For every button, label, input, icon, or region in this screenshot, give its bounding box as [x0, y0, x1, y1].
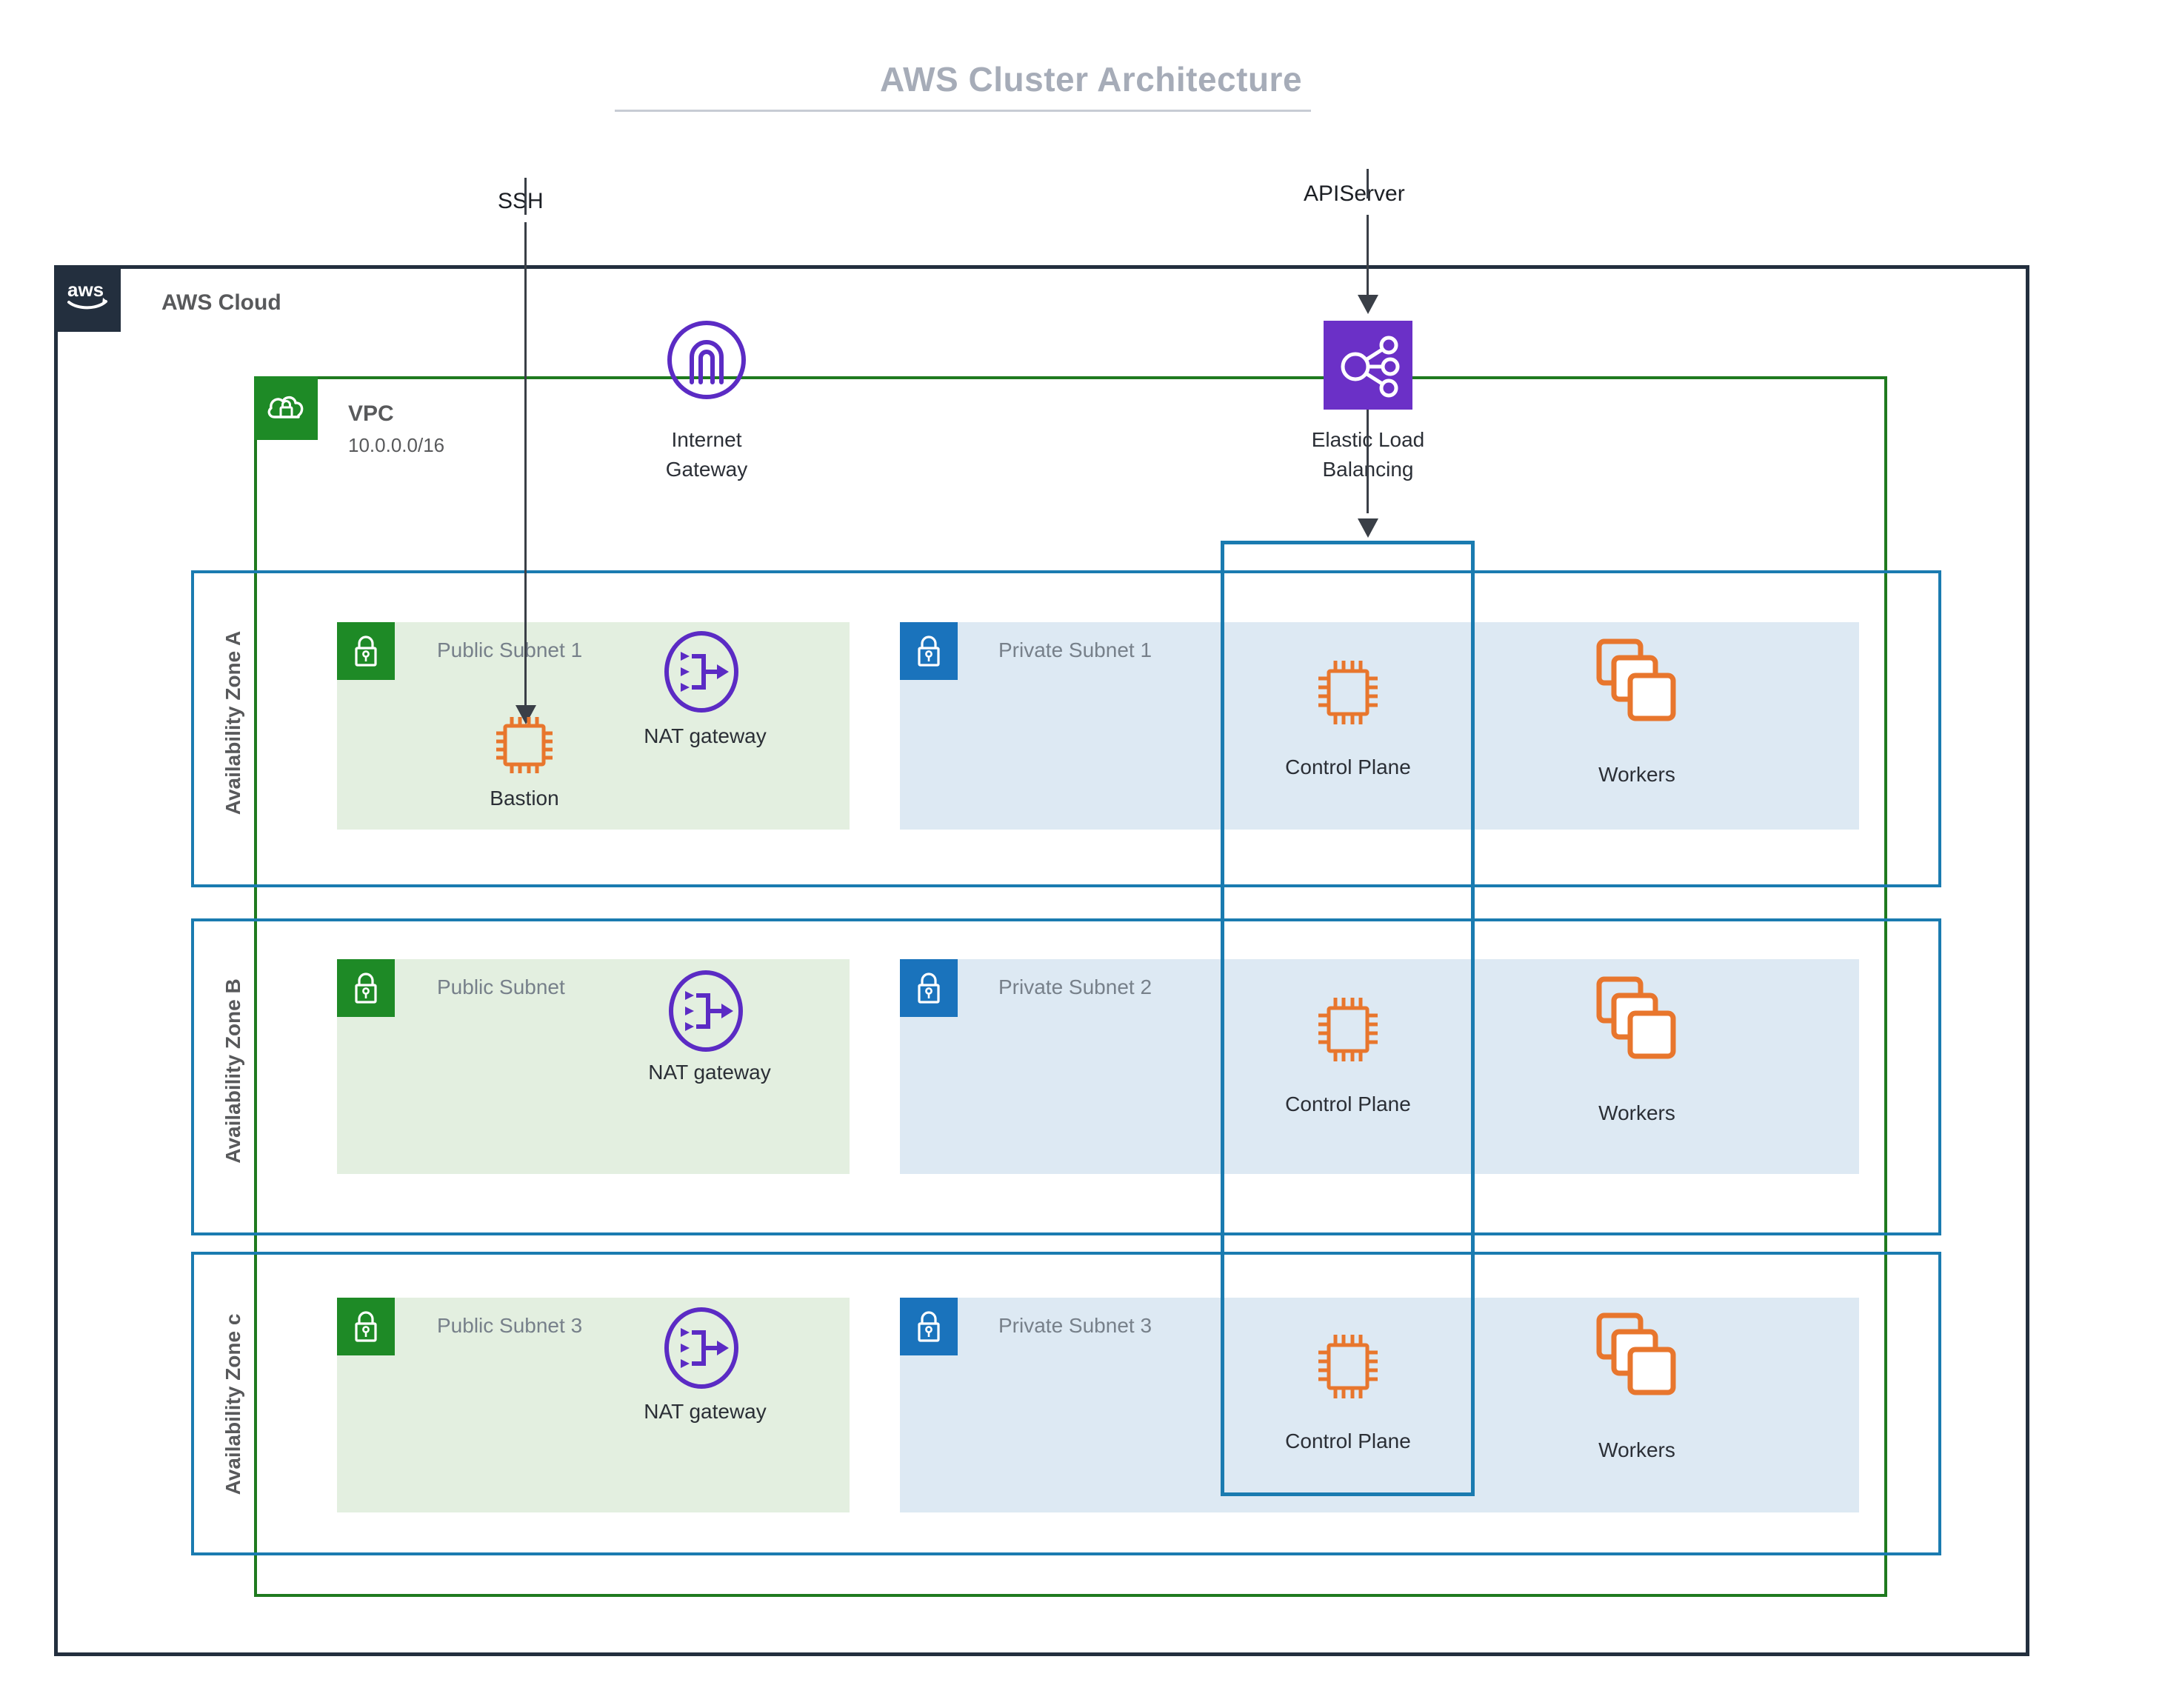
vpc-label: VPC	[348, 401, 394, 426]
internet-gateway-icon[interactable]	[665, 318, 748, 405]
public-subnet-label: Public Subnet 1	[437, 638, 583, 661]
nat-gateway-label: NAT gateway	[648, 1061, 771, 1084]
elb-to-cluster-arrowhead	[1358, 518, 1378, 538]
private-subnet-lock-icon	[900, 959, 958, 1017]
availability-zone-b-label: Availability Zone B	[221, 978, 244, 1164]
control-plane-chip-icon[interactable]	[1312, 1326, 1384, 1411]
private-subnet-area	[900, 1298, 1859, 1512]
availability-zone-a-label: Availability Zone A	[221, 630, 244, 815]
private-subnet-lock-icon	[900, 622, 958, 680]
svg-text:aws: aws	[67, 278, 104, 301]
availability-zone-c-boundary	[191, 1252, 1941, 1555]
workers-stack-icon[interactable]	[1596, 638, 1678, 730]
internet-gateway-label-line2: Gateway	[665, 458, 748, 481]
bastion-chip-icon[interactable]	[489, 710, 560, 784]
nat-gateway-icon[interactable]	[665, 970, 747, 1055]
elb-to-cluster-connector	[1367, 410, 1369, 513]
availability-zone-b-boundary	[191, 918, 1941, 1235]
private-subnet-label: Private Subnet 3	[998, 1314, 1152, 1337]
workers-stack-icon[interactable]	[1596, 976, 1678, 1067]
aws-cloud-label: AWS Cloud	[161, 290, 281, 315]
apiserver-connector-top	[1367, 169, 1369, 199]
public-subnet-label: Public Subnet 3	[437, 1314, 583, 1337]
public-subnet-area	[337, 959, 850, 1174]
apiserver-connector	[1367, 215, 1369, 304]
aws-logo-icon: aws	[54, 265, 121, 332]
workers-stack-icon[interactable]	[1596, 1312, 1678, 1404]
workers-label: Workers	[1598, 1101, 1675, 1124]
page-title: AWS Cluster Architecture	[879, 60, 1303, 99]
public-subnet-lock-icon	[337, 622, 395, 680]
edge-label-ssh: SSH	[498, 189, 544, 213]
ssh-connector	[524, 222, 527, 711]
control-plane-cluster-group	[1221, 541, 1475, 1496]
bastion-label: Bastion	[490, 787, 559, 810]
private-subnet-lock-icon	[900, 1298, 958, 1355]
elastic-load-balancing-icon[interactable]	[1324, 321, 1412, 413]
nat-gateway-icon[interactable]	[661, 1307, 742, 1392]
private-subnet-label: Private Subnet 2	[998, 975, 1152, 998]
public-subnet-area	[337, 622, 850, 830]
nat-gateway-label: NAT gateway	[644, 1400, 767, 1423]
control-plane-chip-icon[interactable]	[1312, 989, 1384, 1074]
public-subnet-label: Public Subnet	[437, 975, 565, 998]
edge-label-apiserver: APIServer	[1304, 181, 1405, 206]
workers-label: Workers	[1598, 1438, 1675, 1461]
vpc-cloud-lock-icon	[254, 376, 318, 440]
vpc-cidr-label: 10.0.0.0/16	[348, 434, 445, 456]
control-plane-label: Control Plane	[1285, 1430, 1411, 1452]
nat-gateway-label: NAT gateway	[644, 724, 767, 747]
private-subnet-area	[900, 622, 1859, 830]
ssh-connector-top	[524, 178, 527, 215]
control-plane-label: Control Plane	[1285, 1092, 1411, 1115]
public-subnet-lock-icon	[337, 959, 395, 1017]
availability-zone-c-label: Availability Zone c	[221, 1313, 244, 1495]
control-plane-label: Control Plane	[1285, 755, 1411, 778]
title-underline	[615, 110, 1311, 112]
workers-label: Workers	[1598, 763, 1675, 786]
private-subnet-label: Private Subnet 1	[998, 638, 1152, 661]
availability-zone-a-boundary	[191, 570, 1941, 887]
public-subnet-area	[337, 1298, 850, 1512]
vpc-boundary	[254, 376, 1887, 1597]
public-subnet-lock-icon	[337, 1298, 395, 1355]
internet-gateway-label-line1: Internet	[671, 428, 742, 451]
nat-gateway-icon[interactable]	[661, 631, 742, 716]
apiserver-arrowhead	[1358, 295, 1378, 314]
control-plane-chip-icon[interactable]	[1312, 652, 1384, 737]
